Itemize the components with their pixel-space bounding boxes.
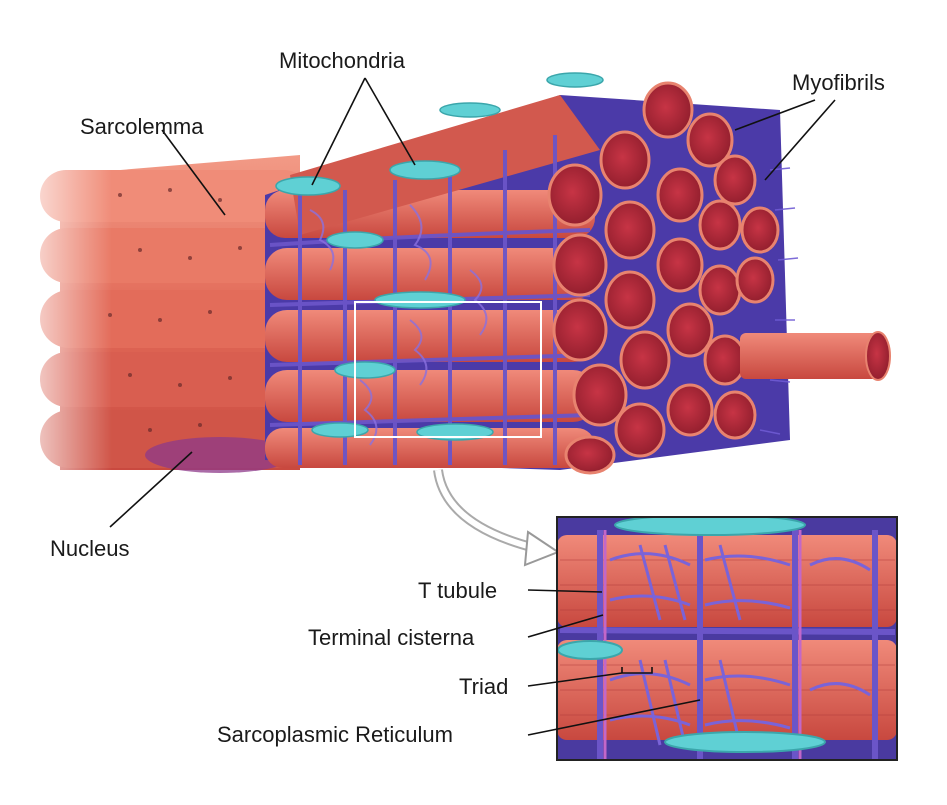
label-myofibrils: Myofibrils	[792, 70, 885, 95]
inset-frame	[556, 516, 898, 761]
detail-highlight-frame	[354, 301, 542, 438]
inset-detail	[557, 517, 897, 760]
label-sarcolemma: Sarcolemma	[80, 114, 204, 139]
protruding-myofibril	[740, 331, 891, 381]
label-terminal-cisterna: Terminal cisterna	[308, 625, 475, 650]
label-sarcoplasmic-reticulum: Sarcoplasmic Reticulum	[217, 722, 453, 747]
label-t-tubule: T tubule	[418, 578, 498, 603]
myofibril-ends	[547, 81, 780, 475]
label-nucleus: Nucleus	[50, 536, 130, 561]
label-mitochondria: Mitochondria	[279, 48, 405, 73]
zoom-arrow	[433, 469, 561, 567]
leader-lines	[109, 77, 836, 736]
label-triad: Triad	[459, 674, 509, 699]
myofibril-block	[265, 72, 891, 475]
